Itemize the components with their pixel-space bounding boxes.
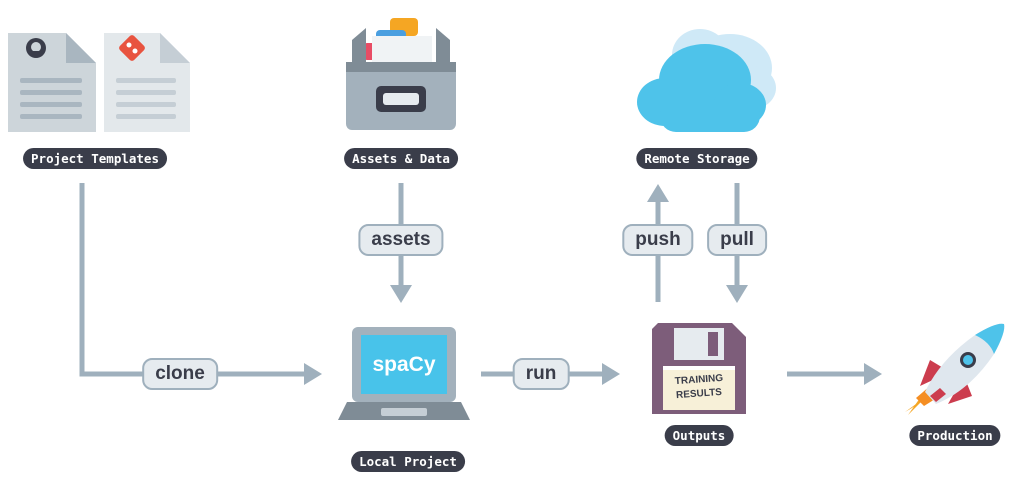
pull-arrowhead: [726, 285, 748, 303]
clone-arrowhead: [304, 363, 322, 385]
file-drawer-icon: [346, 18, 456, 130]
clone-arrow: [79, 183, 308, 377]
floppy-disk-icon: [652, 323, 746, 414]
rocket-icon: [905, 323, 1005, 415]
remote-storage-label: Remote Storage: [636, 148, 758, 169]
push-arrowhead: [647, 184, 669, 202]
push-command: push: [622, 224, 694, 256]
assets-data-label: Assets & Data: [344, 148, 458, 169]
production-arrowhead: [864, 363, 882, 385]
clone-command: clone: [142, 358, 218, 390]
project-templates-label: Project Templates: [23, 148, 167, 169]
laptop-icon: [338, 327, 470, 420]
production-label: Production: [909, 425, 1001, 446]
assets-command: assets: [358, 224, 444, 256]
outputs-label: Outputs: [664, 425, 734, 446]
laptop-screen-text: spaCy: [372, 353, 436, 376]
run-command: run: [512, 358, 570, 390]
assets-arrowhead: [390, 285, 412, 303]
run-arrowhead: [602, 363, 620, 385]
pull-command: pull: [707, 224, 767, 256]
local-project-label: Local Project: [351, 451, 465, 472]
connectors: [79, 183, 882, 385]
cloud-icon: [637, 29, 776, 132]
github-document-icon: [8, 33, 96, 132]
git-document-icon: [104, 33, 190, 132]
